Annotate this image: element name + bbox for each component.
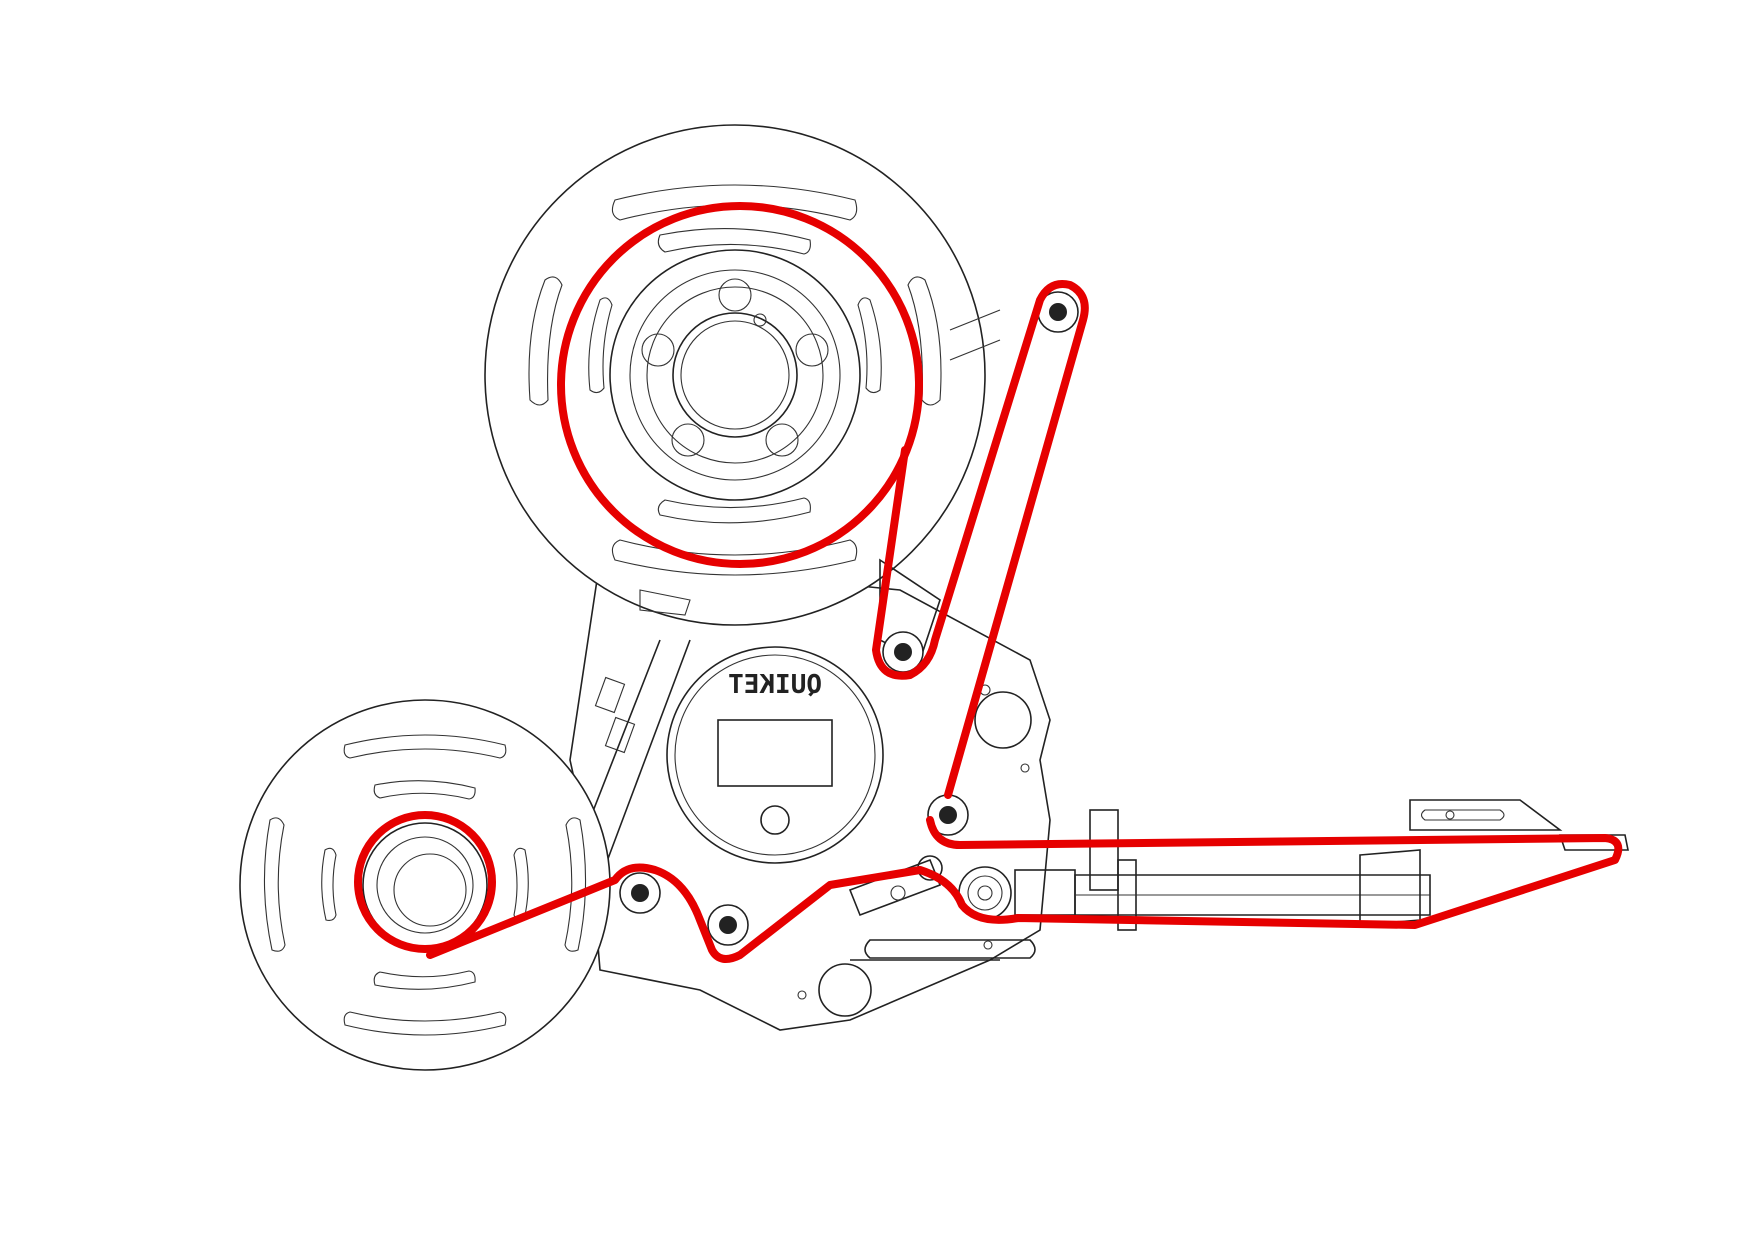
control-unit: QUIKET [666,646,884,864]
display-screen [717,719,833,787]
rewind-reel [239,699,611,1071]
label-web-path [354,202,1623,963]
peel-plate-assembly [1014,799,1629,931]
rewind-roll-outline [354,811,496,953]
peel-plate-bracket [1359,849,1421,926]
supply-reel-hub-ring [609,249,861,501]
body-hole-right [974,691,1032,749]
guide-roller-mid [882,631,924,673]
supply-roll-outline [557,202,923,568]
control-button [760,805,790,835]
peel-plate-clamp [1409,799,1563,831]
mount-post-upper [1089,809,1119,891]
web-liner-path [426,816,1623,963]
control-unit-housing [666,646,884,864]
supply-reel-core [672,312,798,438]
guide-roller-lower-right [927,794,969,836]
brand-logo-text: QUIKET [728,670,822,700]
body-hole-bottom [818,963,872,1017]
peel-plate-rail [1074,874,1431,916]
supply-reel-hub-lobes [641,278,829,457]
rewind-reel-slots [263,734,587,1036]
guide-roller-bottom-center [707,904,749,946]
guide-rollers [619,291,1079,946]
web-upper-path [872,280,1089,799]
guide-roller-bottom-left [619,872,661,914]
supply-reel-slots [528,184,942,576]
